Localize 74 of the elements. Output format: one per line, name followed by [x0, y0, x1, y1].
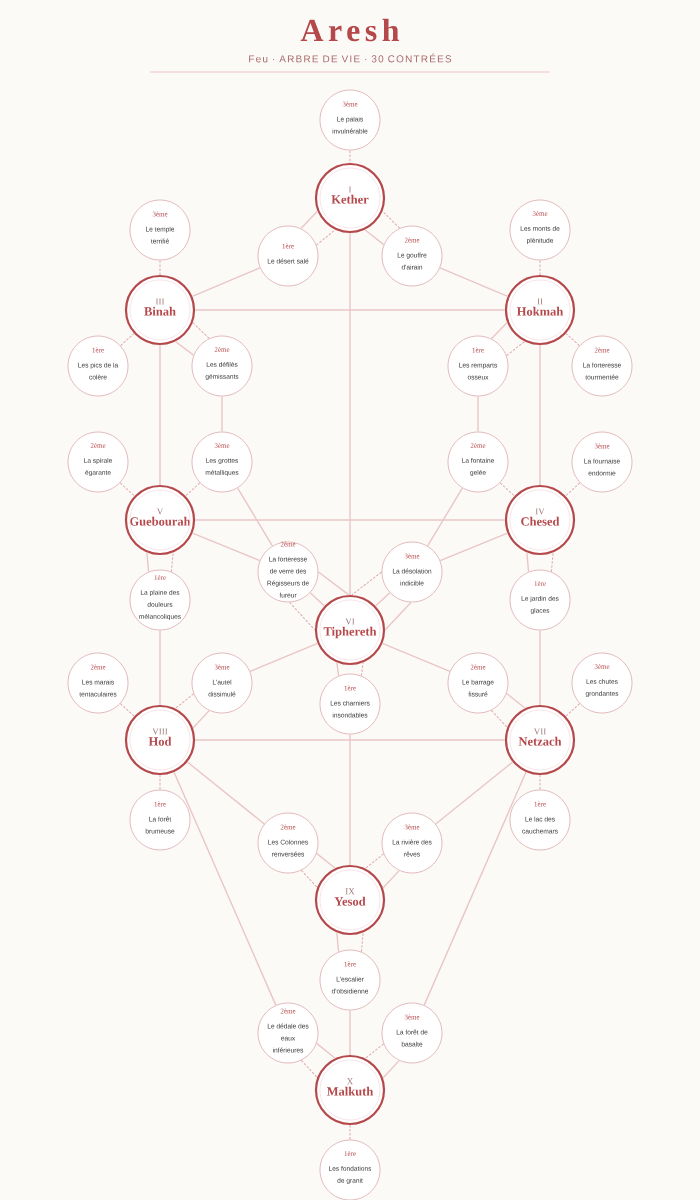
dashed-link — [360, 932, 364, 953]
dashed-link — [364, 1043, 385, 1059]
path-line — [423, 771, 527, 1006]
path-line — [539, 629, 541, 706]
dashed-link — [364, 853, 385, 869]
path-line — [249, 642, 319, 673]
path-line — [317, 571, 350, 596]
path-line — [382, 1059, 400, 1079]
dashed-link — [349, 1124, 351, 1141]
path-line — [477, 395, 479, 433]
path-line — [186, 761, 265, 825]
path-line — [349, 733, 351, 866]
path-line — [174, 340, 195, 356]
dashed-link — [120, 333, 135, 347]
subtitle: Feu · ARBRE DE VIE · 30 CONTRÉES — [249, 53, 452, 63]
path-line — [315, 852, 336, 869]
path-line — [309, 592, 326, 607]
path-line — [349, 232, 351, 596]
dashed-link — [539, 774, 541, 791]
path-line — [539, 344, 541, 486]
path-line — [490, 321, 508, 340]
path-line — [194, 739, 506, 741]
path-line — [221, 395, 223, 433]
dashed-link — [159, 774, 161, 791]
dashed-link — [300, 1059, 318, 1078]
path-line — [336, 661, 340, 677]
dashed-link — [360, 662, 364, 677]
path-line — [435, 761, 514, 825]
dashed-link — [185, 482, 201, 497]
dashed-link — [192, 322, 210, 339]
dashed-link — [119, 482, 135, 497]
dashed-link — [506, 341, 526, 357]
dashed-link — [490, 709, 508, 728]
path-line — [426, 487, 464, 547]
path-line — [505, 692, 526, 709]
dashed-link — [539, 259, 541, 276]
path-line — [146, 551, 150, 573]
path-line — [159, 629, 161, 706]
dashed-link — [289, 601, 316, 631]
path-line — [194, 309, 506, 311]
path-line — [236, 487, 274, 547]
path-line — [300, 210, 319, 230]
path-line — [191, 532, 261, 562]
path-line — [159, 344, 161, 486]
dashed-link — [351, 571, 383, 596]
dashed-link — [499, 482, 515, 497]
path-line — [381, 642, 451, 673]
path-line — [349, 1009, 351, 1056]
path-line — [439, 532, 509, 562]
dashed-link — [300, 869, 318, 888]
dashed-link — [565, 333, 580, 347]
path-line — [382, 869, 400, 889]
path-line — [191, 267, 261, 298]
path-line — [374, 592, 391, 607]
path-line — [194, 519, 506, 521]
path-line — [384, 601, 412, 631]
dashed-link — [565, 703, 581, 717]
path-line — [439, 267, 509, 298]
dashed-link — [174, 693, 195, 709]
dashed-link — [315, 229, 336, 246]
dashed-link — [565, 482, 581, 497]
path-line — [364, 229, 385, 246]
path-line — [192, 709, 210, 729]
path-line — [173, 771, 277, 1006]
dashed-link — [550, 552, 554, 573]
path-line — [526, 551, 530, 573]
path-line — [336, 931, 340, 953]
path-line — [315, 1042, 336, 1059]
title: Aresh — [300, 18, 400, 42]
dashed-link — [119, 703, 135, 717]
dashed-link — [349, 149, 351, 164]
dashed-link — [382, 210, 401, 229]
dashed-link — [170, 552, 174, 573]
dashed-link — [159, 259, 161, 276]
